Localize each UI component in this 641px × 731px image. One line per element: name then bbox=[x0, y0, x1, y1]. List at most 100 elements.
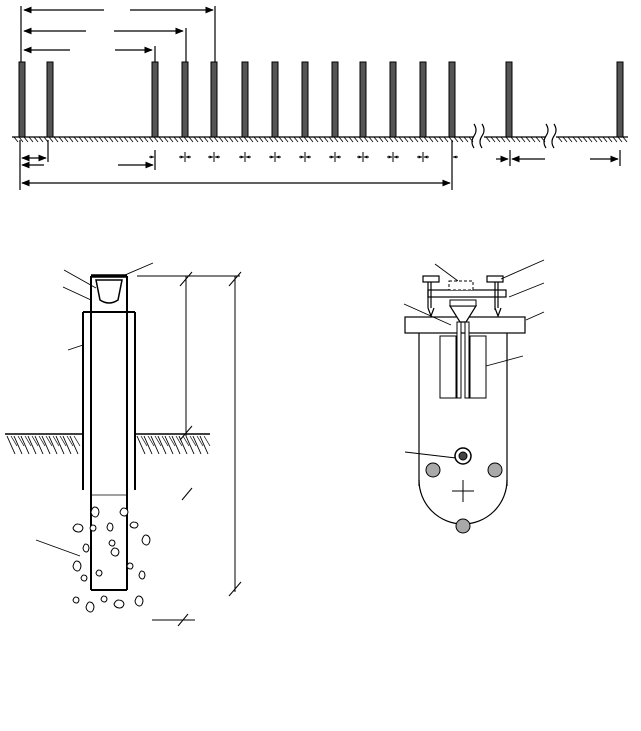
ground-hatch bbox=[148, 136, 154, 143]
ground-hatch bbox=[199, 435, 209, 455]
ground-hatch bbox=[161, 435, 169, 447]
ground-hatch bbox=[103, 136, 109, 143]
ground-hatch bbox=[168, 435, 176, 447]
ground-hatch bbox=[213, 136, 219, 143]
gravel-pack bbox=[72, 506, 151, 613]
ground-hatch bbox=[6, 435, 16, 455]
gravel-stone bbox=[129, 521, 139, 529]
ground-hatch bbox=[500, 136, 506, 143]
ground-hatch bbox=[535, 136, 541, 143]
ground-hatch bbox=[189, 435, 197, 447]
ground-hatch bbox=[23, 136, 29, 143]
ground-hatch bbox=[27, 435, 37, 455]
ground-hatch bbox=[333, 136, 339, 143]
ground-hatch bbox=[34, 435, 44, 455]
ground-hatch bbox=[158, 136, 164, 143]
ground-hatch bbox=[358, 136, 364, 143]
ground-hatch bbox=[428, 136, 434, 143]
ground-hatch bbox=[233, 136, 239, 143]
ground-hatch bbox=[597, 136, 603, 143]
ground-hatch bbox=[78, 136, 84, 143]
cap-nut bbox=[448, 280, 474, 291]
pipe bbox=[448, 61, 456, 138]
ground-hatch bbox=[193, 136, 199, 143]
ground-hatch bbox=[495, 136, 501, 143]
ground-hatch bbox=[73, 136, 79, 143]
ground-hatch bbox=[55, 435, 65, 455]
ground-hatch bbox=[313, 136, 319, 143]
ground-hatch bbox=[147, 435, 155, 447]
ground-hatch bbox=[178, 136, 184, 143]
gravel-stone bbox=[82, 543, 90, 553]
ground-hatch bbox=[463, 136, 469, 143]
ground-hatch bbox=[228, 136, 234, 143]
ground-hatch bbox=[525, 136, 531, 143]
ground-hatch bbox=[363, 136, 369, 143]
ground-hatch bbox=[62, 435, 72, 455]
ground-hatch bbox=[208, 136, 214, 143]
ground-hatch bbox=[308, 136, 314, 143]
ground-hatch bbox=[183, 136, 189, 143]
ground-hatch bbox=[258, 136, 264, 143]
ground-hatch bbox=[248, 136, 254, 143]
ground-hatch bbox=[69, 435, 79, 455]
ground-hatch bbox=[490, 136, 496, 143]
cap-assembly-detail bbox=[403, 259, 545, 534]
ground-hatch bbox=[171, 435, 181, 455]
ground-hatch bbox=[48, 136, 54, 143]
ground-hatch bbox=[348, 136, 354, 143]
ground-hatch bbox=[48, 435, 58, 455]
ground-hatch bbox=[238, 136, 244, 143]
ground-hatch bbox=[192, 435, 202, 455]
pipe bbox=[359, 61, 367, 138]
ground-hatch bbox=[18, 136, 24, 143]
ground-hatch bbox=[20, 435, 30, 455]
ground-hatch bbox=[93, 136, 99, 143]
bolt-hole-bottom bbox=[455, 518, 471, 534]
pipe bbox=[505, 61, 513, 138]
gravel-stone bbox=[106, 522, 114, 532]
pipe bbox=[331, 61, 339, 138]
ground-hatch bbox=[592, 136, 598, 143]
inner-pipe bbox=[90, 274, 128, 591]
pipe bbox=[210, 61, 218, 138]
ground-hatch bbox=[218, 136, 224, 143]
funnel-cap bbox=[95, 279, 123, 304]
ground-hatch bbox=[41, 435, 51, 455]
gravel-stone bbox=[113, 599, 125, 609]
gravel-stone bbox=[141, 534, 151, 546]
gravel-stone bbox=[126, 562, 134, 570]
ground-hatch bbox=[143, 435, 153, 455]
clamp-bar bbox=[427, 289, 507, 298]
ground-hatch bbox=[562, 136, 568, 143]
ground-hatch bbox=[58, 136, 64, 143]
pipe-section-detail bbox=[5, 262, 242, 627]
ground-hatch bbox=[113, 136, 119, 143]
gravel-stone bbox=[95, 569, 103, 577]
ground-hatch bbox=[557, 136, 563, 143]
break-marks bbox=[471, 123, 557, 149]
ground-hatch bbox=[243, 136, 249, 143]
ground-hatch bbox=[13, 136, 19, 143]
ground-hatch bbox=[338, 136, 344, 143]
ground-hatch bbox=[263, 136, 269, 143]
pipe bbox=[389, 61, 397, 138]
ground-hatch bbox=[368, 136, 374, 143]
ground-hatch bbox=[288, 136, 294, 143]
pipe bbox=[301, 61, 309, 138]
ground-hatch bbox=[607, 136, 613, 143]
ground-hatch bbox=[98, 136, 104, 143]
ground-hatch bbox=[52, 435, 60, 447]
ground-hatch bbox=[353, 136, 359, 143]
ground-hatch bbox=[268, 136, 274, 143]
ground-hatch bbox=[59, 435, 67, 447]
gravel-stone bbox=[72, 596, 80, 604]
ground-line-section bbox=[5, 433, 211, 455]
ground-hatch bbox=[223, 136, 229, 143]
ground-hatch bbox=[318, 136, 324, 143]
ground-hatch bbox=[423, 136, 429, 143]
ground-hatch bbox=[24, 435, 32, 447]
ground-hatch bbox=[433, 136, 439, 143]
gravel-stone bbox=[72, 560, 82, 572]
